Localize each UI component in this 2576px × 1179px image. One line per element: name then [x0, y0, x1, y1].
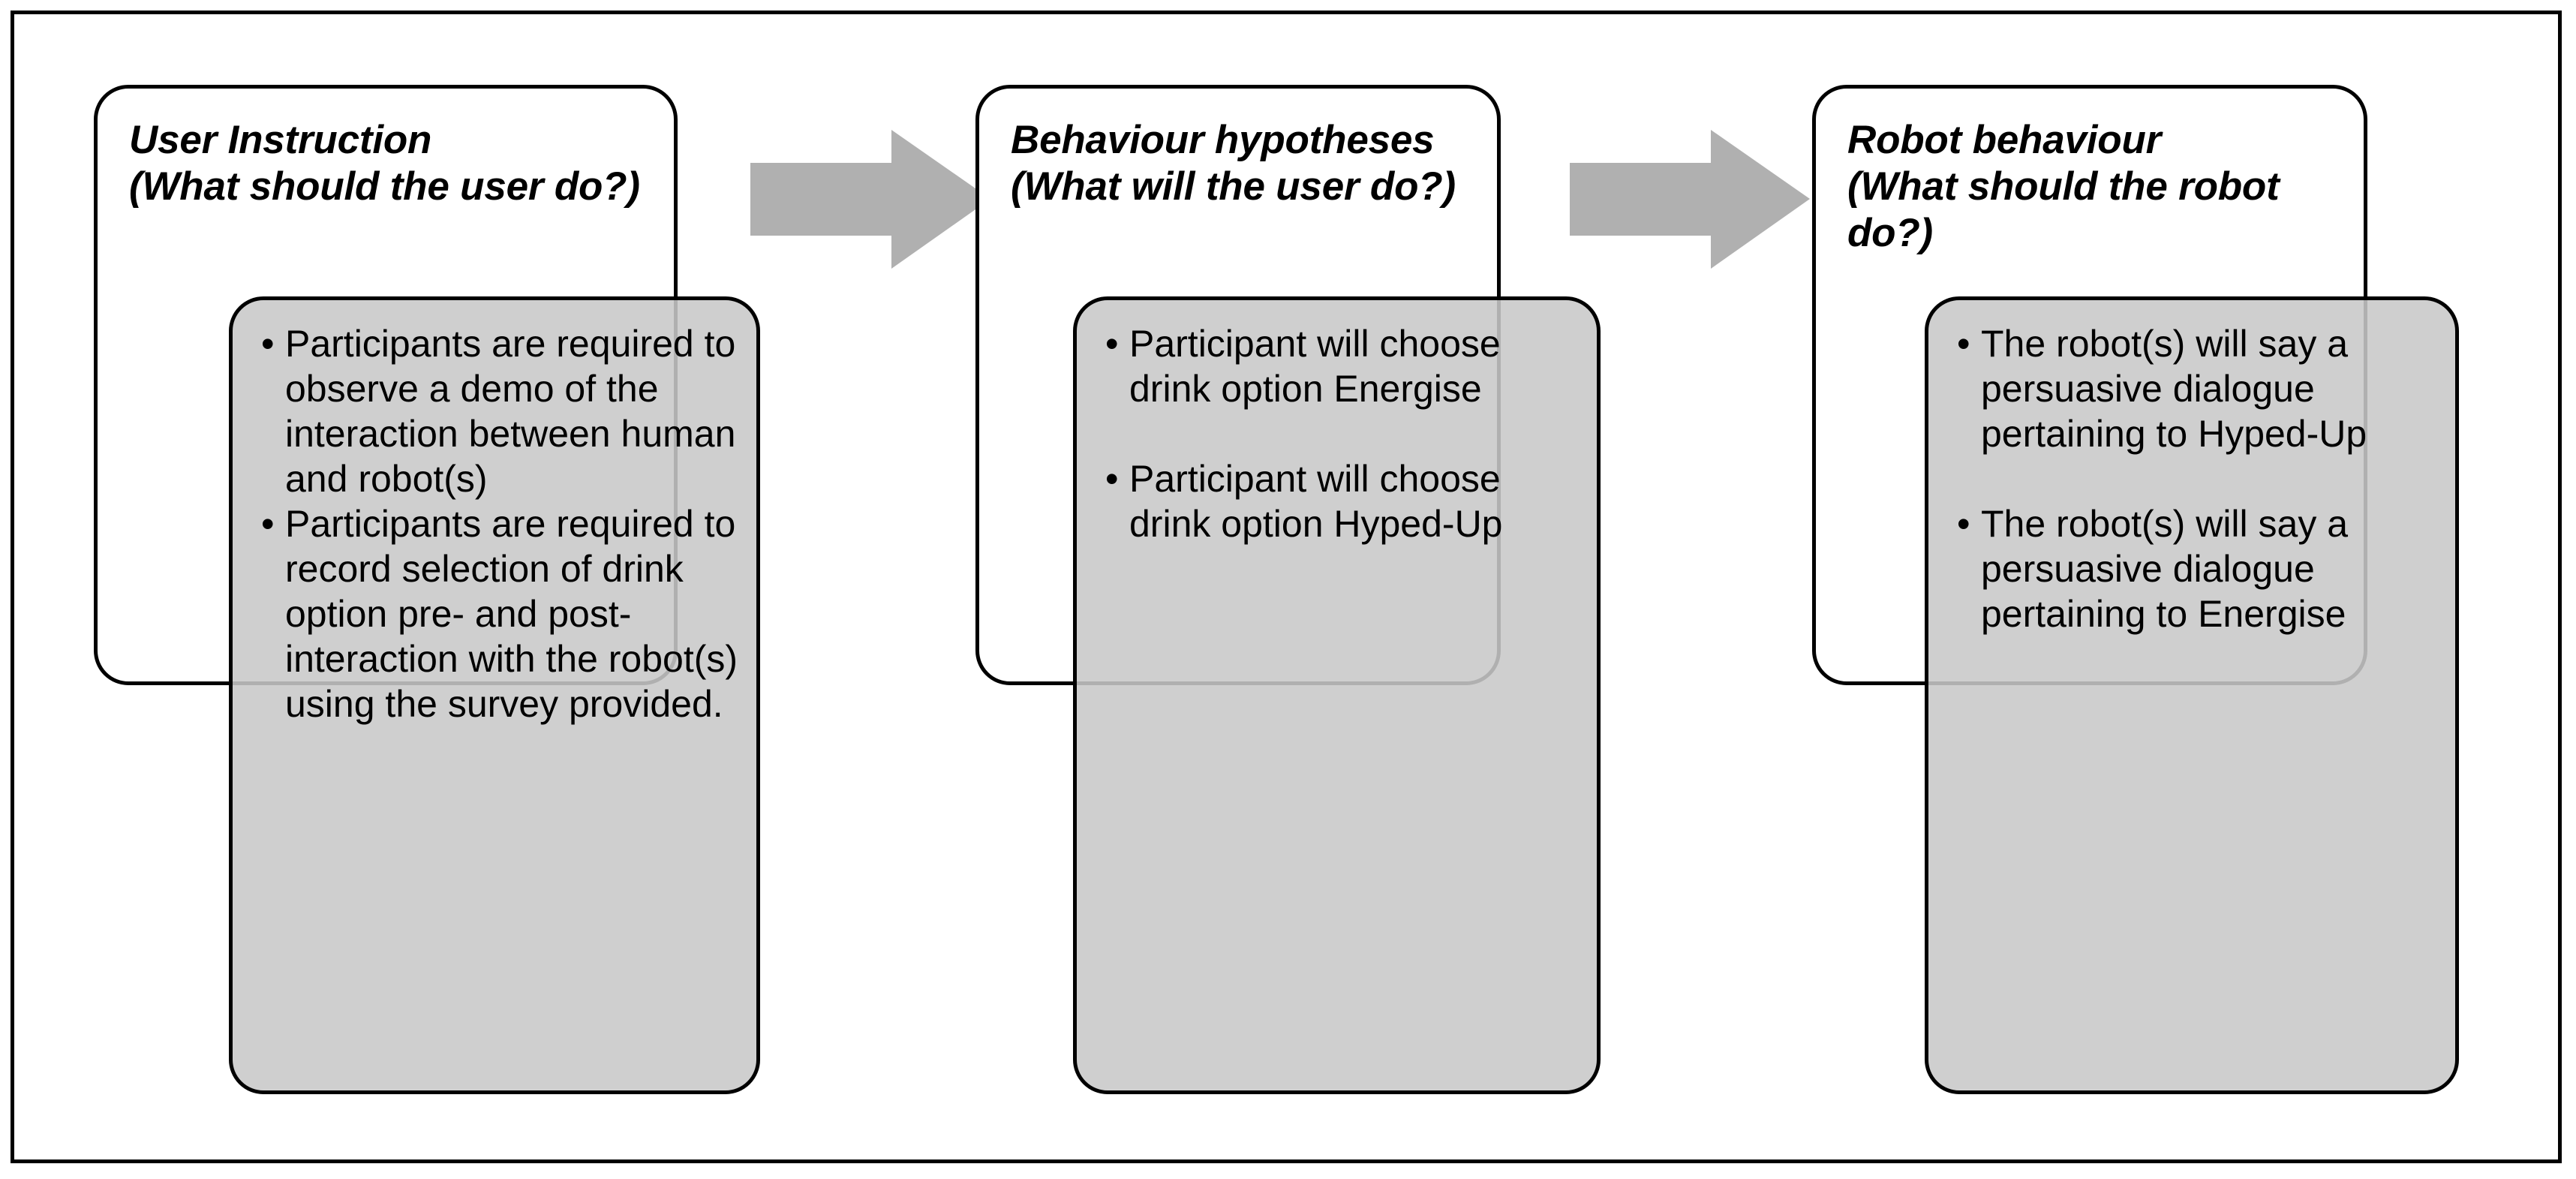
arrow-1-icon	[750, 130, 990, 269]
bullet-list-robot-behaviour: The robot(s) will say a persuasive dialo…	[1954, 321, 2442, 636]
list-item: Participants are required to record sele…	[258, 501, 743, 726]
panel-body-card-behaviour-hypotheses: Participant will choose drink option Ene…	[1073, 296, 1601, 1094]
list-item: Participant will choose drink option Hyp…	[1102, 456, 1583, 546]
panel-body-card-robot-behaviour: The robot(s) will say a persuasive dialo…	[1925, 296, 2459, 1094]
list-item: The robot(s) will say a persuasive dialo…	[1954, 501, 2442, 636]
panel-body-card-user-instruction: Participants are required to observe a d…	[229, 296, 760, 1094]
bullet-list-behaviour-hypotheses: Participant will choose drink option Ene…	[1102, 321, 1583, 546]
panel-title-behaviour-hypotheses: Behaviour hypotheses (What will the user…	[1011, 118, 1456, 209]
panel-title-robot-behaviour: Robot behaviour (What should the robot d…	[1847, 118, 2280, 255]
arrow-2-icon	[1570, 130, 1810, 269]
list-item: Participants are required to observe a d…	[258, 321, 743, 501]
bullet-list-user-instruction: Participants are required to observe a d…	[258, 321, 743, 726]
list-item: The robot(s) will say a persuasive dialo…	[1954, 321, 2442, 456]
list-item: Participant will choose drink option Ene…	[1102, 321, 1583, 411]
panel-title-user-instruction: User Instruction (What should the user d…	[129, 118, 640, 209]
